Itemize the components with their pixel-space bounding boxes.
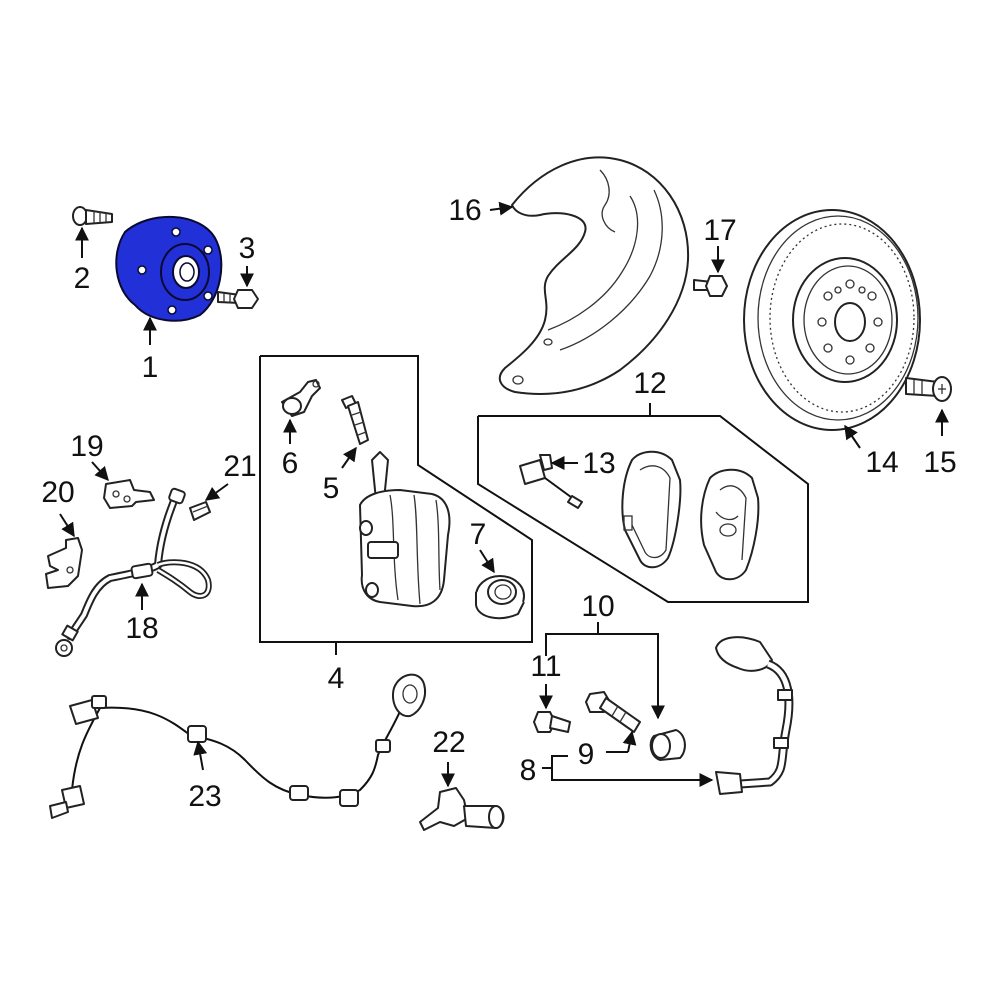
part-18-brake-hose[interactable] [55,487,212,657]
bracket-10 [545,633,659,716]
caliper-assembly-box [259,355,533,643]
part-9-guide-bolt[interactable] [585,691,641,733]
callout-18: 18 [125,612,158,645]
brake-wear-sensor-cable[interactable] [715,636,794,795]
hub-stud-hole [203,291,213,301]
part-11-bolt[interactable] [533,711,571,733]
callout-7: 7 [470,518,487,551]
hub-stud-hole [171,227,181,237]
brake-pad-outer[interactable] [621,450,682,569]
callout-21: 21 [223,450,256,483]
callout-16: 16 [448,194,481,227]
callout-8: 8 [520,754,537,787]
brake-pad-inner[interactable] [700,468,760,581]
callout-15: 15 [923,446,956,479]
callout-17: 17 [703,214,736,247]
part-1-wheel-hub[interactable] [115,215,223,322]
callout-4: 4 [328,662,345,695]
hub-stud-hole [137,265,147,275]
part-10-bushing[interactable] [649,729,686,761]
brake-pads-box [477,415,809,603]
part-5-guide-pin[interactable] [341,395,369,445]
part-15-screw[interactable] [905,376,952,402]
callout-5: 5 [323,472,340,505]
part-3-bolt[interactable] [217,289,259,309]
callout-10: 10 [581,590,614,623]
callout-22: 22 [432,726,465,759]
callout-12: 12 [633,367,666,400]
callout-2: 2 [74,262,91,295]
part-17-bolt[interactable] [693,275,728,297]
callout-11: 11 [530,650,561,683]
callout-13: 13 [582,447,615,480]
caliper-body[interactable] [359,451,451,608]
part-22-speed-sensor[interactable] [419,787,505,831]
part-23-abs-sensor-cable[interactable] [49,673,426,819]
callout-3: 3 [239,232,256,265]
callout-14: 14 [865,446,898,479]
callout-19: 19 [70,430,103,463]
callout-20: 20 [41,476,74,509]
bracket-8 [551,755,712,781]
part-20-bracket[interactable] [45,537,83,589]
part-14-brake-rotor[interactable] [743,209,921,431]
callout-9: 9 [578,738,595,771]
hub-stud-hole [167,305,177,315]
part-6-bleeder-valve[interactable] [281,379,321,417]
callout-23: 23 [188,780,221,813]
hub-bore-inner [179,262,195,282]
hub-stud-hole [203,245,213,255]
hub-bore [172,255,200,289]
part-16-splash-shield[interactable] [498,156,690,395]
callout-1: 1 [142,351,159,384]
callout-6: 6 [282,447,299,480]
part-21-clip[interactable] [189,501,211,521]
part-2-bolt[interactable] [72,206,113,226]
part-7-piston[interactable] [475,575,525,620]
part-19-bracket[interactable] [103,479,155,509]
